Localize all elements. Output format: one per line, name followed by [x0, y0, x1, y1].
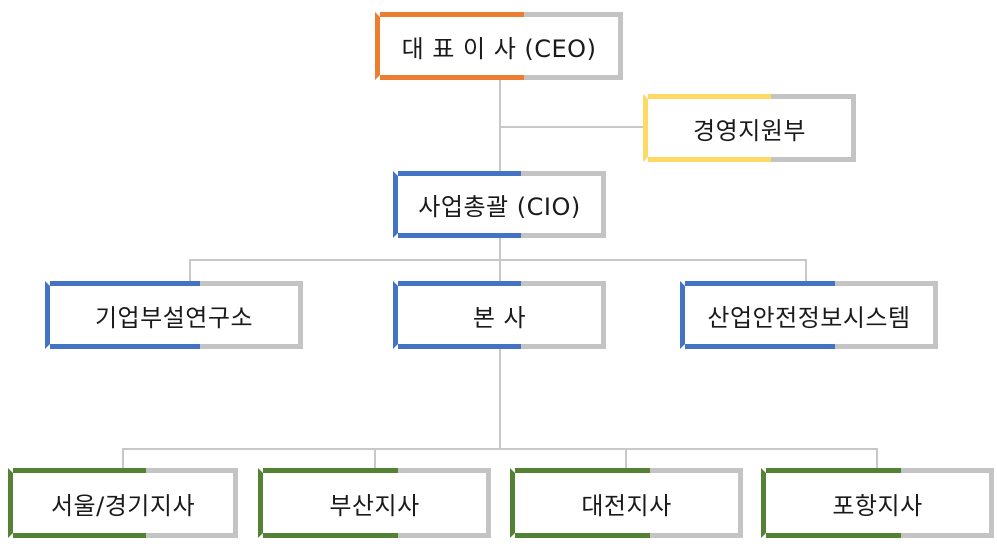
connector-busan-drop	[374, 448, 376, 471]
node-research-lab: 기업부설연구소	[45, 281, 303, 349]
node-management-support: 경영지원부	[643, 94, 856, 162]
connector-pohang-drop	[876, 448, 878, 471]
connector-research-drop	[189, 259, 191, 283]
node-safety-system: 산업안전정보시스템	[680, 281, 938, 349]
node-busan-branch: 부산지사	[258, 468, 491, 538]
node-seoul-branch-label: 서울/경기지사	[50, 491, 196, 520]
node-headquarters: 본 사	[393, 281, 606, 349]
node-cio: 사업총괄 (CIO)	[393, 171, 606, 238]
connector-seoul-drop	[122, 448, 124, 471]
node-safety-system-label: 산업안전정보시스템	[707, 303, 911, 332]
node-pohang-branch-label: 포항지사	[832, 491, 923, 520]
node-busan-branch-label: 부산지사	[329, 491, 420, 520]
connector-branch-bus	[122, 448, 878, 450]
node-research-lab-label: 기업부설연구소	[94, 303, 254, 332]
node-daejeon-branch-label: 대전지사	[581, 491, 672, 520]
node-ceo-label: 대 표 이 사 (CEO)	[401, 34, 597, 63]
node-management-support-label: 경영지원부	[693, 116, 806, 145]
node-seoul-branch: 서울/경기지사	[8, 468, 238, 538]
connector-management-branch	[500, 126, 643, 128]
node-pohang-branch: 포항지사	[761, 468, 994, 538]
node-cio-label: 사업총괄 (CIO)	[418, 193, 581, 221]
node-ceo: 대 표 이 사 (CEO)	[375, 12, 623, 80]
node-daejeon-branch: 대전지사	[510, 468, 743, 538]
connector-level3-bus	[189, 259, 807, 261]
connector-hq-trunk	[499, 347, 501, 450]
connector-daejeon-drop	[625, 448, 627, 471]
connector-safety-drop	[805, 259, 807, 283]
node-headquarters-label: 본 사	[472, 303, 527, 332]
